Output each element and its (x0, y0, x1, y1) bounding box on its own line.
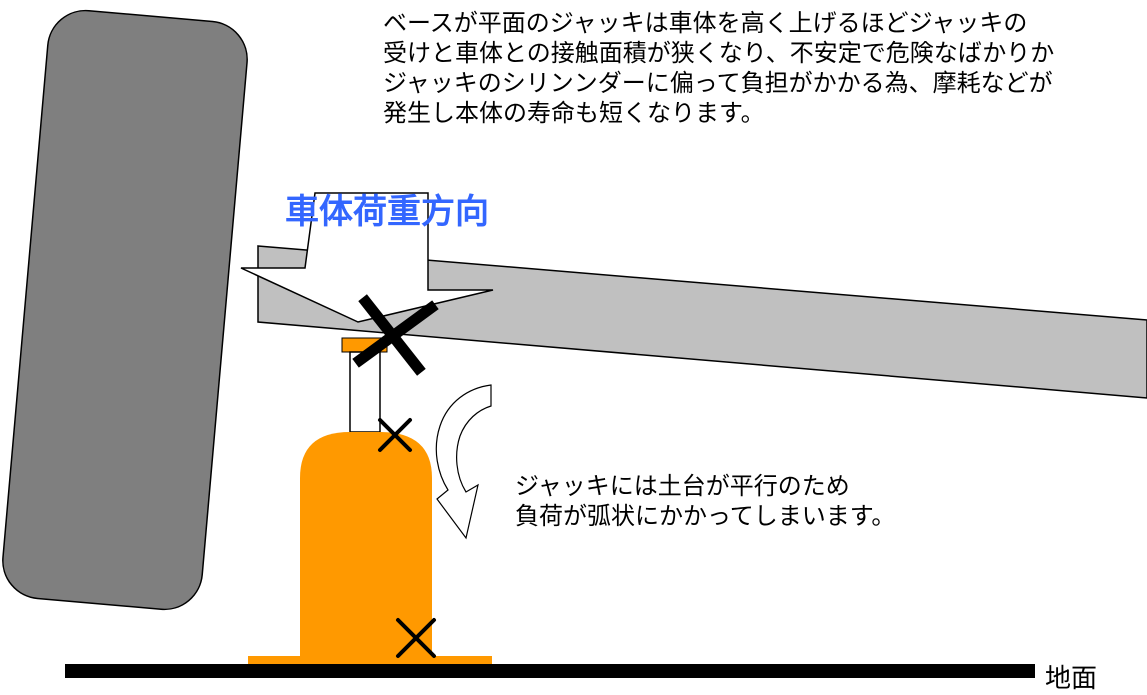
jack-piston (349, 351, 381, 433)
explanation-note-middle: ジャッキには土台が平行のため 負荷が弧状にかかってしまいます。 (515, 471, 895, 531)
ground-line (65, 664, 1035, 678)
note-top-line: 発生し本体の寿命も短くなります。 (383, 99, 765, 127)
note-top-line: ベースが平面のジャッキは車体を高く上げるほどジャッキの (383, 9, 1028, 37)
curved-arrow-icon (435, 384, 492, 540)
small-x-mark-icon (378, 418, 412, 452)
large-x-mark-icon (352, 294, 439, 376)
tire (2, 9, 248, 611)
load-direction-label: 車体荷重方向 (285, 192, 489, 232)
note-top-line: ジャッキのシリンンダーに偏って負担がかかる為、摩耗などが (383, 69, 1053, 97)
ground-label: 地面 (1045, 664, 1098, 694)
small-x-mark-icon (396, 618, 436, 658)
note-mid-line: ジャッキには土台が平行のため (515, 472, 850, 500)
explanation-note-top: ベースが平面のジャッキは車体を高く上げるほどジャッキの 受けと車体との接触面積が… (383, 8, 1054, 128)
note-top-line: 受けと車体との接触面積が狭くなり、不安定で危険なばかりか (383, 39, 1055, 67)
jack-body (300, 432, 432, 658)
vehicle-frame-beam (257, 245, 1147, 399)
note-mid-line: 負荷が弧状にかかってしまいます。 (515, 502, 896, 530)
jack-base (248, 656, 492, 666)
